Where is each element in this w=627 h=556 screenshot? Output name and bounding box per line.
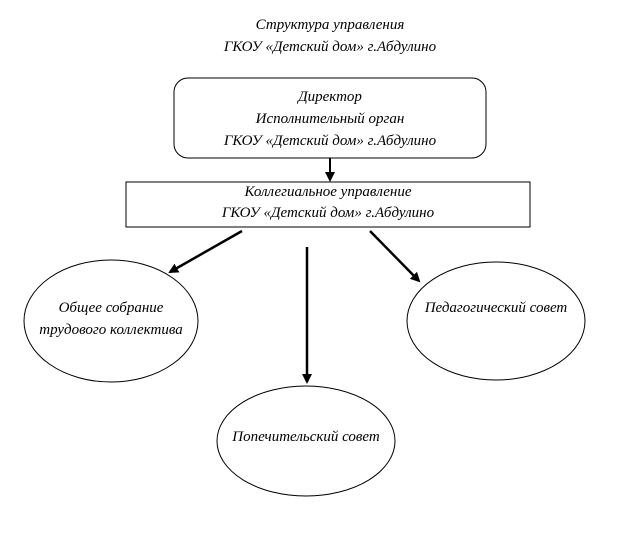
- general-meeting-line-1: Общее собрание: [58, 300, 164, 316]
- collegial-box: [125, 181, 531, 228]
- board-of-trustees-label: Попечительский совет: [217, 426, 395, 448]
- pedagogical-council-line-1: Педагогический совет: [424, 300, 568, 316]
- collegial-line-1: Коллегиальное управление: [244, 184, 412, 200]
- title-line-1: Структура управления: [255, 17, 405, 33]
- arrow-collegial-to-general-meeting: [168, 229, 243, 274]
- general-meeting-ellipse: [23, 259, 199, 383]
- director-line-3: ГКОУ «Детский дом» г.Абдулино: [223, 133, 437, 149]
- collegial-label: Коллегиальное управление ГКОУ «Детский д…: [126, 182, 530, 224]
- director-label: Директор Исполнительный орган ГКОУ «Детс…: [174, 86, 486, 152]
- board-of-trustees-ellipse: [216, 385, 396, 497]
- page-title: Структура управления ГКОУ «Детский дом» …: [180, 14, 480, 58]
- arrow-collegial-to-pedagogical-council: [369, 230, 421, 283]
- title-line-2: ГКОУ «Детский дом» г.Абдулино: [223, 39, 437, 55]
- director-line-1: Директор: [298, 89, 362, 105]
- general-meeting-line-2: трудового коллектива: [39, 322, 183, 338]
- collegial-line-2: ГКОУ «Детский дом» г.Абдулино: [221, 205, 435, 221]
- director-line-2: Исполнительный орган: [255, 111, 405, 127]
- pedagogical-council-label: Педагогический совет: [407, 297, 585, 319]
- general-meeting-label: Общее собрание трудового коллектива: [24, 297, 198, 341]
- pedagogical-council-ellipse: [406, 261, 586, 381]
- board-of-trustees-line-1: Попечительский совет: [232, 429, 380, 445]
